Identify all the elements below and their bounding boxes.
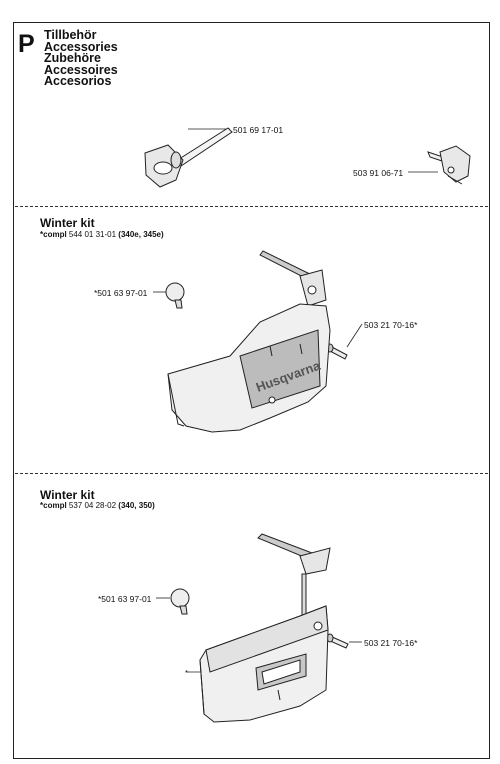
compl-models: (340e, 345e) [118, 230, 164, 239]
winter-kit-1-compl: *compl 544 01 31-01 (340e, 345e) [40, 230, 164, 239]
winter-kit-2-title: Winter kit [40, 488, 95, 502]
leader-line [346, 323, 363, 348]
compl-models: (340, 350) [118, 501, 155, 510]
part-number-combination-wrench: 501 69 17-01 [233, 125, 284, 135]
winter-plug-icon [170, 588, 190, 615]
cover-marker: * [185, 668, 189, 678]
file-holder-icon [427, 145, 471, 185]
part-number-file-holder: 503 91 06-71 [353, 168, 404, 178]
section-titles: Tillbehör Accessories Zubehöre Accessoir… [44, 28, 118, 89]
winter-plug-icon [165, 282, 185, 309]
title-swedish: Tillbehör [44, 28, 97, 42]
winter-screw-icon [326, 633, 349, 649]
section-divider-2 [15, 473, 488, 474]
part-number-plug-1: *501 63 97-01 [94, 288, 148, 298]
part-number-screw-2: 503 21 70-16* [364, 638, 418, 648]
compl-prefix: *compl [40, 501, 67, 510]
section-divider-1 [15, 206, 488, 207]
part-number-plug-2: *501 63 97-01 [98, 594, 152, 604]
compl-number: 544 01 31-01 [68, 230, 117, 239]
combination-wrench-icon [144, 127, 233, 188]
winter-kit-1-title: Winter kit [40, 216, 95, 230]
title-spanish: Accesorios [44, 74, 112, 89]
winter-cover-icon: Husqvarna [167, 250, 331, 433]
compl-number: 537 04 28-02 [68, 501, 117, 510]
title-english: Accessories [44, 39, 118, 54]
winter-screw-icon [326, 343, 348, 360]
part-number-screw-1: 503 21 70-16* [364, 320, 418, 330]
title-french: Accessoires [44, 62, 118, 77]
title-german: Zubehöre [44, 51, 101, 66]
compl-prefix: *compl [40, 230, 67, 239]
page-frame [13, 22, 490, 759]
section-letter: P [18, 30, 35, 58]
winter-cover-icon [199, 533, 331, 723]
winter-kit-2-compl: *compl 537 04 28-02 (340, 350) [40, 501, 155, 510]
